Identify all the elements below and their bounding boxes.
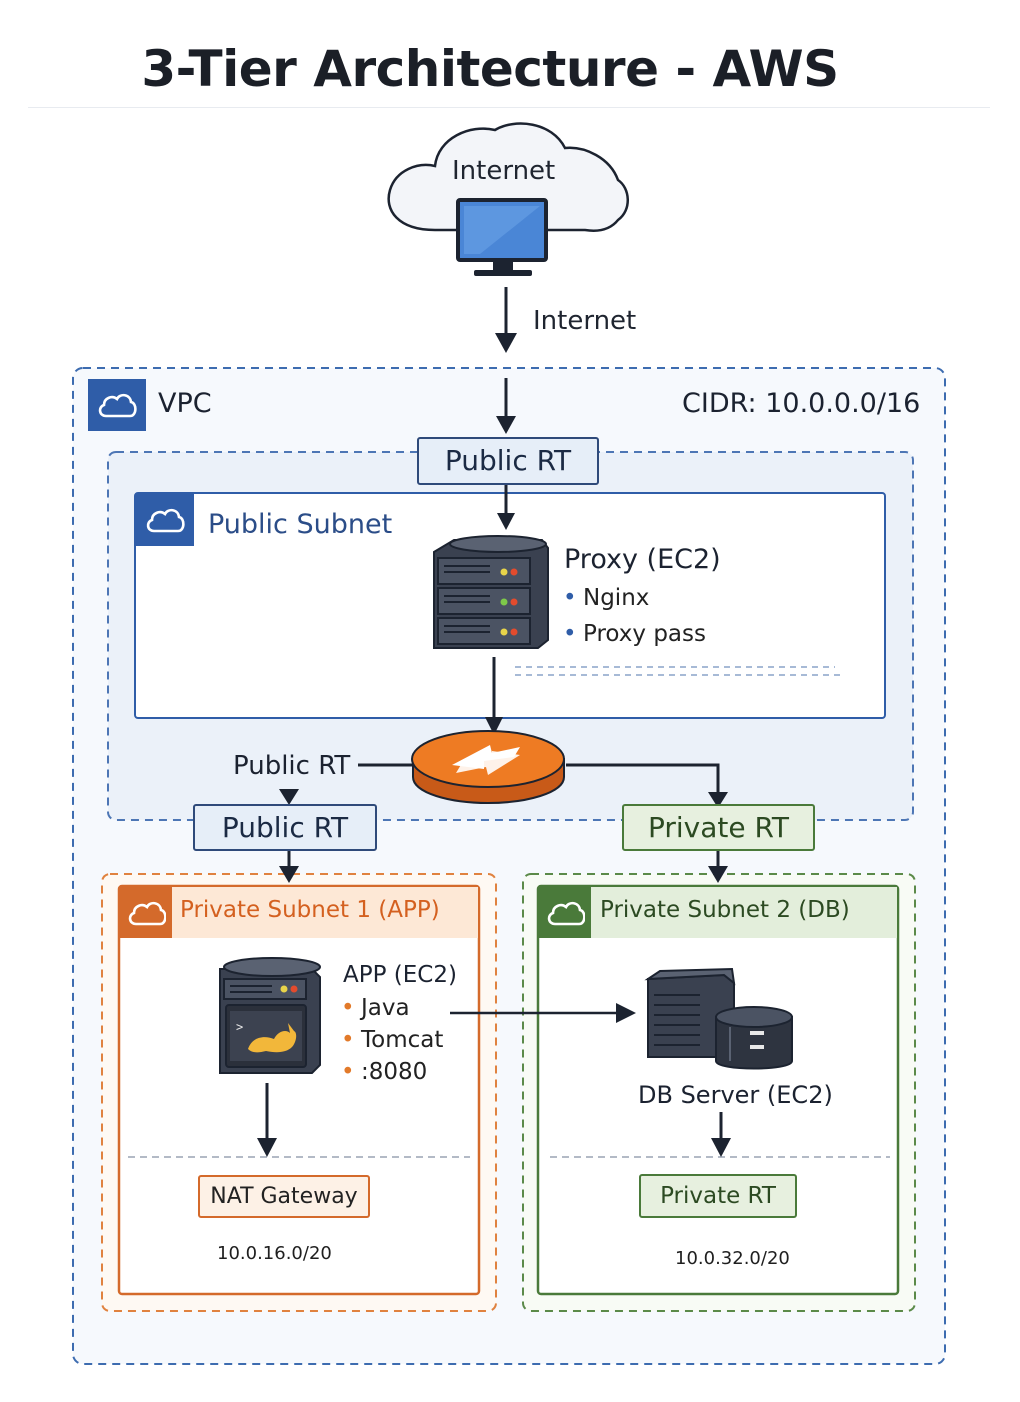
router-public-rt-label: Public RT [233, 751, 351, 781]
diagram-title: 3-Tier Architecture - AWS [141, 40, 839, 98]
app-feature-list: Java Tomcat :8080 [341, 992, 443, 1088]
app-subnet-cloud-icon [120, 887, 172, 938]
db-subnet-label: Private Subnet 2 (DB) [600, 897, 850, 923]
internet-cloud-label: Internet [452, 156, 556, 186]
public-rt-top-box: Public RT [417, 437, 599, 485]
app-feature-java: Java [341, 992, 443, 1024]
internet-arrow-label: Internet [533, 306, 637, 336]
db-server-label: DB Server (EC2) [638, 1081, 833, 1109]
app-server-icon: > [219, 957, 321, 1074]
db-subnet-cidr: 10.0.32.0/20 [671, 1246, 794, 1271]
db-subnet-cloud-icon [539, 887, 591, 938]
public-subnet-cloud-icon [136, 494, 194, 546]
router-icon [411, 730, 565, 805]
app-feature-tomcat: Tomcat [341, 1024, 443, 1056]
public-rt-left-box: Public RT [193, 804, 377, 851]
db-subnet-box [536, 884, 900, 1296]
title-divider [28, 107, 990, 108]
vpc-label: VPC [158, 388, 212, 419]
app-subnet-cidr: 10.0.16.0/20 [213, 1241, 336, 1266]
proxy-server-icon [433, 535, 549, 649]
rt-to-proxy-arrow [497, 485, 515, 530]
db-server-icon [644, 967, 793, 1070]
app-connectors [257, 1003, 731, 1157]
vpc-cidr: CIDR: 10.0.0.0/16 [682, 388, 921, 419]
router-connectors [279, 763, 728, 883]
public-subnet-label: Public Subnet [208, 509, 393, 540]
vpc-entry-arrow [496, 378, 516, 434]
proxy-feature-list: Nginx Proxy pass [563, 580, 706, 652]
proxy-feature-proxy-pass: Proxy pass [563, 616, 706, 652]
app-subnet-label: Private Subnet 1 (APP) [180, 897, 440, 923]
proxy-title: Proxy (EC2) [564, 544, 721, 575]
internet-cloud-icon [387, 122, 629, 276]
svg-text:>: > [236, 1020, 243, 1034]
nat-gateway-box: NAT Gateway [198, 1175, 370, 1218]
app-title: APP (EC2) [343, 962, 457, 988]
proxy-feature-nginx: Nginx [563, 580, 706, 616]
private-rt-right-box: Private RT [622, 804, 815, 851]
db-private-rt-box: Private RT [639, 1174, 797, 1218]
internet-down-arrow [495, 287, 517, 353]
vpc-cloud-icon [88, 379, 146, 431]
proxy-to-router-arrow [485, 657, 503, 735]
app-feature-port: :8080 [341, 1056, 443, 1088]
